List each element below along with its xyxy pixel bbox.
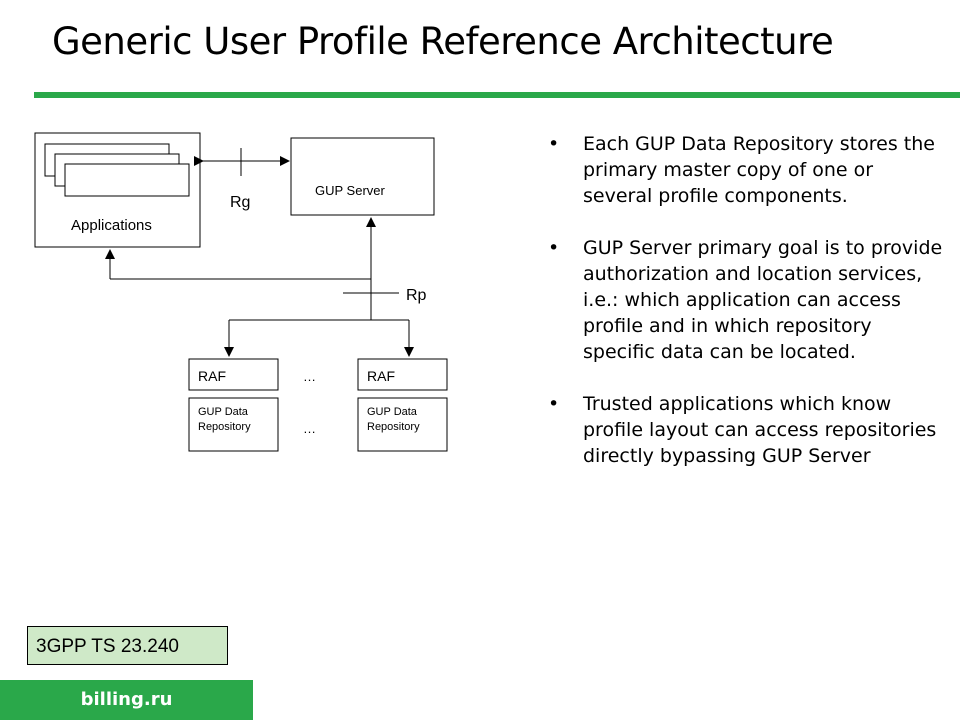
ellipsis-repository: … (303, 421, 316, 436)
rp-label: Rp (406, 287, 427, 304)
repository-right-label-line1: GUP Data (367, 406, 418, 418)
gup-server-label: GUP Server (315, 183, 386, 198)
gup-server-box (290, 137, 435, 216)
ellipsis-raf: … (303, 369, 316, 384)
applications-label: Applications (71, 217, 152, 234)
footer-bar: billing.ru (0, 680, 253, 720)
repository-right-label-line2: Repository (367, 421, 420, 433)
raf-left-label: RAF (198, 368, 226, 384)
raf-right-label: RAF (367, 368, 395, 384)
raf-left-box (188, 358, 279, 391)
bullet-text: GUP Server primary goal is to provide au… (583, 237, 943, 363)
repository-left-label-line1: GUP Data (198, 406, 249, 418)
rg-label: Rg (230, 194, 250, 211)
repository-left-label-line2: Repository (198, 421, 251, 433)
raf-right-box (357, 358, 448, 391)
repository-right-box (357, 397, 448, 452)
page-title: Generic User Profile Reference Architect… (52, 20, 834, 63)
bullet-marker: • (548, 133, 560, 155)
reference-badge: 3GPP TS 23.240 (27, 626, 228, 665)
bullet-item: • Each GUP Data Repository stores the pri… (548, 131, 948, 209)
bullet-text: Each GUP Data Repository stores the prim… (583, 133, 935, 207)
bullet-text: Trusted applications which know profile … (583, 393, 937, 467)
bullet-item: • GUP Server primary goal is to provide a… (548, 235, 948, 365)
architecture-diagram: Applications GUP Server Rg Rp RAF GUP Da… (34, 132, 448, 452)
bullet-marker: • (548, 393, 560, 415)
application-card (64, 163, 190, 197)
title-underline (34, 92, 960, 98)
bullet-marker: • (548, 237, 560, 259)
bullet-item: • Trusted applications which know profile… (548, 391, 948, 469)
footer-brand[interactable]: billing.ru (80, 689, 173, 710)
bullet-list: • Each GUP Data Repository stores the pri… (548, 131, 948, 495)
repository-left-box (188, 397, 279, 452)
